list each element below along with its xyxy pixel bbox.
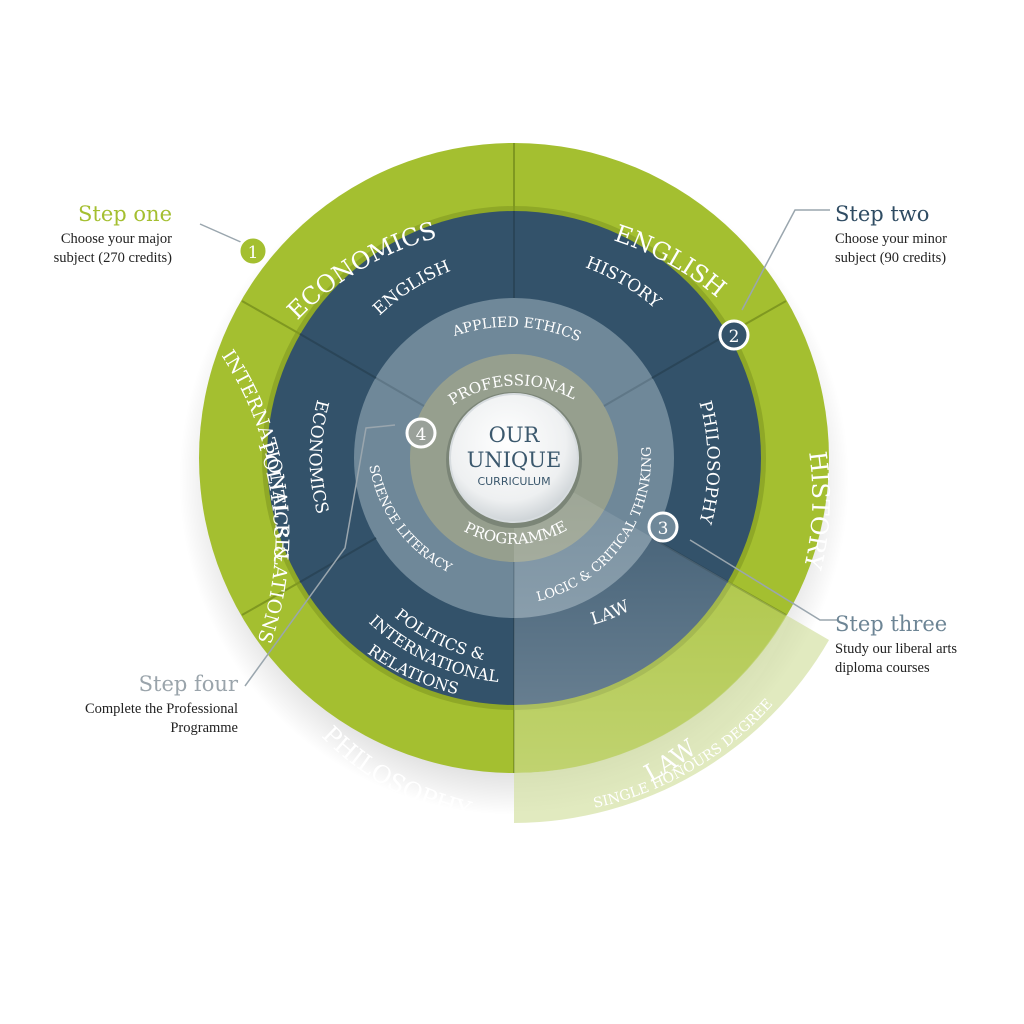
step-four-desc-line1: Complete the Professional xyxy=(84,701,238,717)
center-line-1: OUR xyxy=(489,423,541,447)
marker-three[interactable]: 3 xyxy=(647,511,679,543)
step-one-title: Step one xyxy=(78,202,172,226)
step-one-desc-line2: subject (270 credits) xyxy=(53,250,172,266)
step-four-callout: Step four Complete the Professional Prog… xyxy=(18,672,238,738)
leader-step-four xyxy=(244,424,396,687)
step-three-callout: Step three Study our liberal arts diplom… xyxy=(835,612,1020,678)
step-three-title: Step three xyxy=(835,612,948,636)
marker-three-number: 3 xyxy=(658,519,669,539)
step-three-desc-line2: diploma courses xyxy=(835,660,930,676)
marker-two-number: 2 xyxy=(729,327,740,347)
leader-lines xyxy=(199,209,838,687)
single-honours-band xyxy=(514,615,829,823)
step-two-desc-line1: Choose your minor xyxy=(835,231,947,247)
step-four-title: Step four xyxy=(138,672,238,696)
marker-one[interactable]: 1 xyxy=(237,235,269,267)
step-three-desc-line1: Study our liberal arts xyxy=(835,641,958,657)
step-two-title: Step two xyxy=(835,202,930,226)
leader-step-one xyxy=(199,223,244,244)
single-honours-highlight xyxy=(514,458,790,823)
leader-step-two xyxy=(741,209,830,311)
step-four-desc-line2: Programme xyxy=(170,720,238,736)
marker-two[interactable]: 2 xyxy=(718,319,750,351)
center-line-2: UNIQUE xyxy=(467,448,562,472)
center-line-3: CURRICULUM xyxy=(477,475,550,488)
step-two-desc-line2: subject (90 credits) xyxy=(835,250,947,266)
center-disc xyxy=(449,393,579,523)
step-one-callout: Step one Choose your major subject (270 … xyxy=(0,202,172,268)
marker-one-number: 1 xyxy=(248,243,259,263)
step-two-callout: Step two Choose your minor subject (90 c… xyxy=(835,202,1024,268)
step-one-desc-line1: Choose your major xyxy=(60,231,172,247)
marker-four-number: 4 xyxy=(416,425,427,445)
leader-step-three xyxy=(689,539,838,621)
marker-four[interactable]: 4 xyxy=(405,417,437,449)
